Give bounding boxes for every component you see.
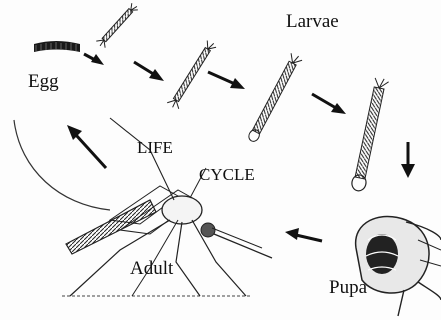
larva-2-illustration: [167, 39, 218, 110]
egg-raft-illustration: [34, 41, 80, 52]
arrow-adult-to-egg: [67, 125, 106, 168]
egg-label: Egg: [28, 72, 59, 91]
arrow-larva4-to-pupa: [401, 142, 415, 178]
larvae-label: Larvae: [286, 12, 339, 31]
larva-4-illustration: [350, 77, 389, 193]
arrow-larva2-to-larva3: [208, 72, 245, 89]
pupa-label: Pupa: [329, 278, 367, 297]
arrow-larva1-to-larva2: [134, 62, 164, 81]
outer-arc: [14, 120, 110, 210]
arrow-larva3-to-larva4: [312, 94, 346, 114]
center-title-line2: CYCLE: [199, 166, 255, 183]
center-title-line1: LIFE: [137, 139, 173, 156]
larva-1-illustration: [96, 2, 140, 49]
arrow-egg-to-larva1: [84, 54, 104, 65]
pupa-illustration: [356, 216, 441, 316]
larva-3-illustration: [246, 52, 303, 144]
adult-label: Adult: [130, 259, 173, 278]
arrow-pupa-to-adult: [285, 228, 322, 241]
